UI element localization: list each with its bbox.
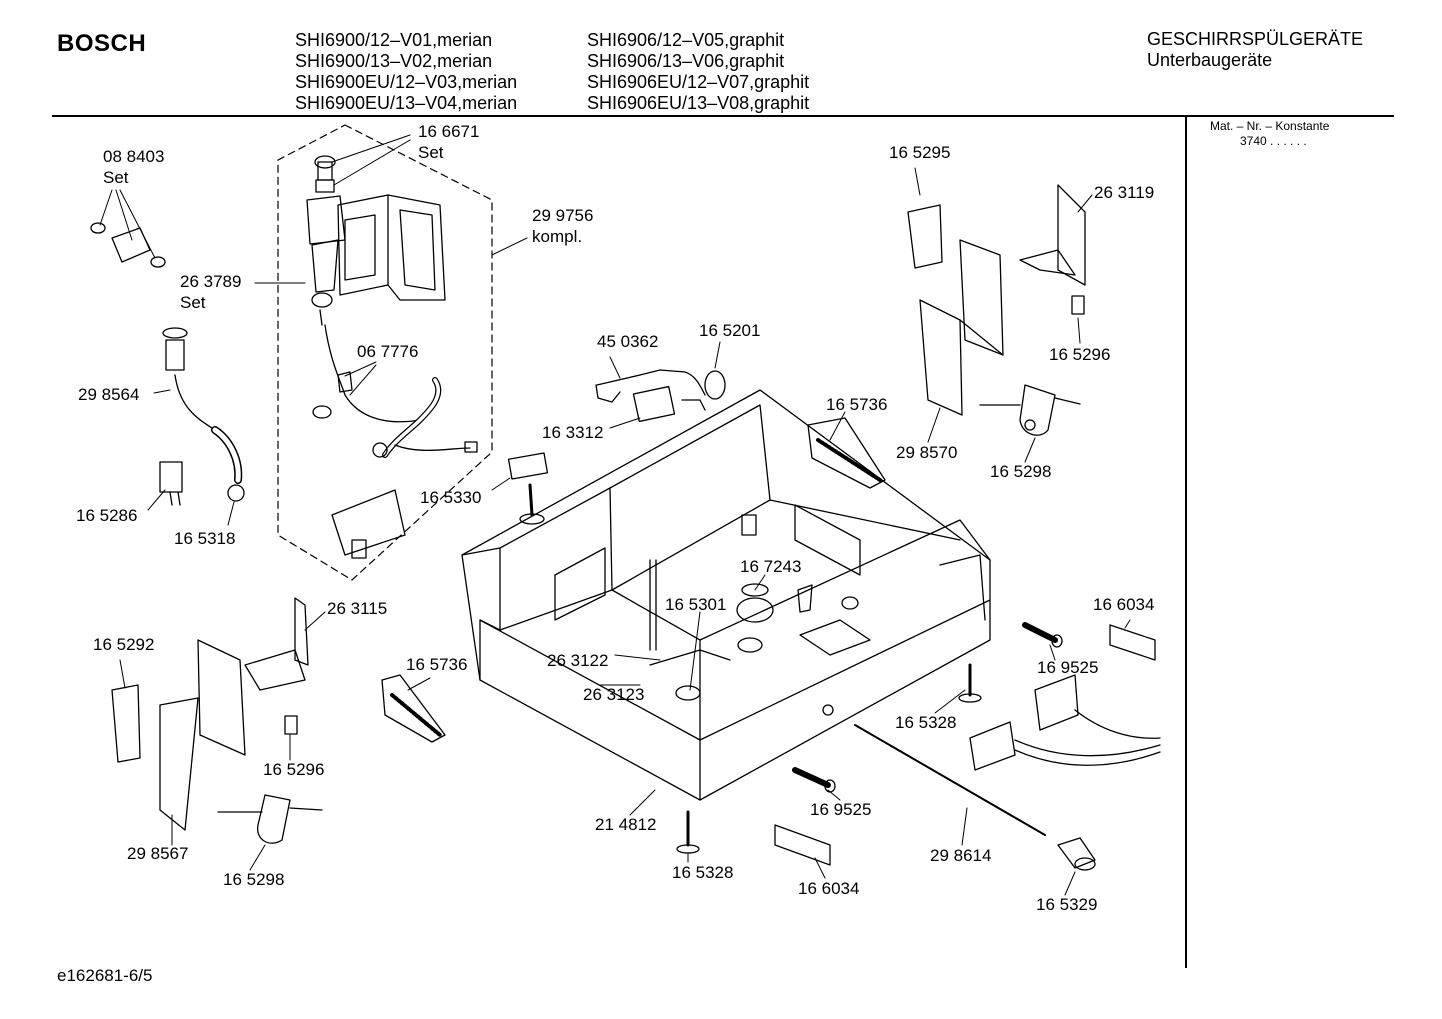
wiring-harness-plugs [969,674,1161,771]
part-label: 29 8614 [930,846,992,865]
foot-screw-lower [676,810,700,854]
heating-connector-set [595,369,726,423]
part-label: 16 6034 [1093,595,1155,614]
model-list-left: SHI6900/12–V01,merian SHI6900/13–V02,mer… [295,30,517,114]
header-divider [52,115,1394,117]
part-label: 08 8403 [103,147,165,166]
water-valve-assembly [306,155,446,326]
model-item: SHI6906/12–V05,graphit [587,30,785,50]
switch-block [507,452,549,480]
part-label: 16 5330 [420,488,482,507]
part-label: 16 5318 [174,529,236,548]
part-label: 16 5298 [223,870,285,889]
part-label: 16 6034 [798,879,860,898]
part-label: 16 5328 [895,713,957,732]
part-label: 21 4812 [595,815,657,834]
assembly-dashed-outline [277,124,493,581]
part-label: 16 5295 [889,143,951,162]
screw-right-upper [1022,622,1063,648]
model-item: SHI6906/13–V06,graphit [587,51,785,71]
model-item: SHI6906EU/13–V08,graphit [587,93,810,113]
side-divider [1185,116,1187,968]
valve-nut [312,405,332,419]
part-label: 29 8570 [896,443,958,462]
foot-screw-right [958,663,982,703]
part-label: 16 5301 [665,595,727,614]
part-label: 45 0362 [597,332,659,351]
document-id: e162681-6/5 [57,966,153,985]
part-label: 29 8567 [127,844,189,863]
category-block: GESCHIRRSPÜLGERÄTE Unterbaugeräte [1147,29,1363,71]
part-label: 06 7776 [357,342,419,361]
part-label-set: Set [418,143,444,162]
part-label: 26 3789 [180,272,242,291]
end-cap [1057,837,1096,871]
part-label: 26 3115 [327,599,388,618]
part-label: 16 5296 [263,760,325,779]
material-number-value: 3740 . . . . . . [1240,134,1307,148]
part-label: 16 5329 [1036,895,1098,914]
sensor-cable [649,649,731,666]
part-label: 16 5292 [93,635,155,654]
tube-set [90,222,166,268]
dishwasher-base-tub [461,389,991,801]
left-bracket-set [111,597,323,844]
valve-bracket [331,489,406,556]
model-item: SHI6900EU/13–V04,merian [295,93,518,113]
heater-strip-upper [807,417,886,489]
part-label: 16 6671 [418,122,480,141]
part-label: 16 9525 [1037,658,1099,677]
hose-assembly [159,327,245,506]
rod [854,724,1046,836]
brand-logo: BOSCH [57,30,147,57]
part-label: 29 8564 [78,385,140,404]
part-label: 16 5296 [1049,345,1111,364]
model-item: SHI6900/13–V02,merian [295,51,493,71]
model-item: SHI6906EU/12–V07,graphit [587,72,810,92]
part-label: 26 3123 [583,685,645,704]
part-label: 26 3119 [1094,183,1155,202]
part-label: 16 5286 [76,506,138,525]
heater-strip-lower [381,674,446,743]
leader-lines [99,134,1131,896]
category-title: GESCHIRRSPÜLGERÄTE [1147,29,1364,49]
part-label: 16 5736 [406,655,468,674]
screw-lower [792,767,836,793]
part-label-kompl: kompl. [532,227,583,246]
valve-cable [324,324,421,423]
model-item: SHI6900/12–V01,merian [295,30,493,50]
part-label: 26 3122 [547,651,609,670]
part-label: 16 7243 [740,557,802,576]
material-number-panel: Mat. – Nr. – Konstante 3740 . . . . . . [1210,119,1329,149]
part-label: 16 5298 [990,462,1052,481]
part-label: 29 9756 [532,206,594,225]
category-subtitle: Unterbaugeräte [1147,50,1273,70]
float-disc [675,685,701,701]
part-label: 16 5201 [699,321,761,340]
part-label: 16 9525 [810,800,872,819]
part-label-set: Set [180,293,206,312]
right-bracket-set [907,184,1086,436]
seal-ring [741,583,769,597]
connector-strip-lower [774,824,831,866]
model-item: SHI6900EU/12–V03,merian [295,72,518,92]
part-label: 16 3312 [542,423,604,442]
sump-cap [736,597,774,623]
model-list-right: SHI6906/12–V05,graphit SHI6906/13–V06,gr… [587,30,809,114]
part-label: 16 5736 [826,395,888,414]
part-label: 16 5328 [672,863,734,882]
connector-strip-right [1109,624,1156,661]
part-label-set: Set [103,168,129,187]
material-number-title: Mat. – Nr. – Konstante [1210,119,1330,133]
